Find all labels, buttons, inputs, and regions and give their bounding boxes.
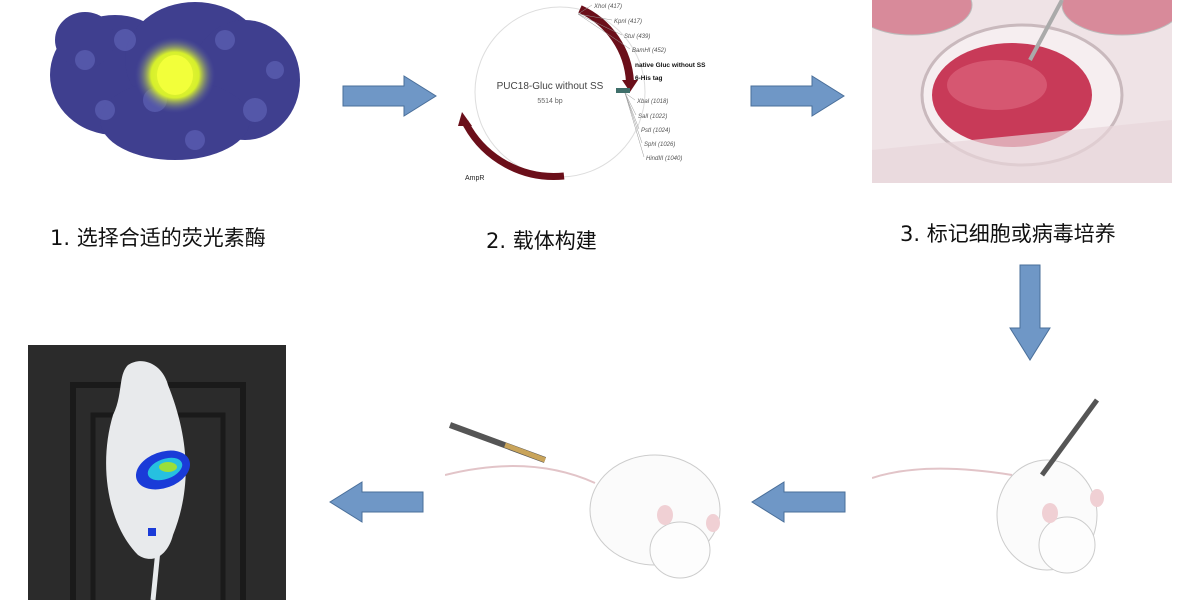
step-1-label: 1. 选择合适的荧光素酶 [50,226,266,250]
cell-culture-plate-image [872,0,1172,183]
svg-text:KpnI (417): KpnI (417) [614,19,642,25]
arrow-left-icon [751,481,846,523]
svg-text:XbaI (1018): XbaI (1018) [636,99,668,105]
svg-text:SalI (1022): SalI (1022) [638,114,667,120]
plasmid-map: PUC18-Gluc without SS 5514 bp AmpR XhoI … [458,4,706,182]
svg-text:HindIII (1040): HindIII (1040) [646,156,682,162]
svg-text:XhoI (417): XhoI (417) [593,4,622,10]
luciferase-protein-image [50,2,300,160]
arrow-right-icon [342,75,437,117]
svg-text:BamHI (452): BamHI (452) [632,48,666,54]
mouse-tail-injection-image [445,422,721,579]
svg-text:SphI (1026): SphI (1026) [644,142,675,148]
tag-label: 6-His tag [635,75,662,82]
svg-text:PstI (1024): PstI (1024) [641,128,670,134]
arrow-right-icon [750,75,845,117]
resistance-label: AmpR [465,175,484,182]
plasmid-name: PUC18-Gluc without SS [497,81,604,92]
plasmid-size: 5514 bp [537,98,562,105]
mouse-injection-image [872,398,1104,574]
step-3-label: 3. 标记细胞或病毒培养 [900,222,1116,246]
step-2-label: 2. 载体构建 [486,229,597,253]
insert-label: native Gluc without SS [635,62,706,69]
bioluminescence-imaging-image [28,345,286,600]
arrow-down-icon [1009,264,1051,361]
svg-text:StuI (439): StuI (439) [624,34,650,40]
arrow-left-icon [329,481,424,523]
